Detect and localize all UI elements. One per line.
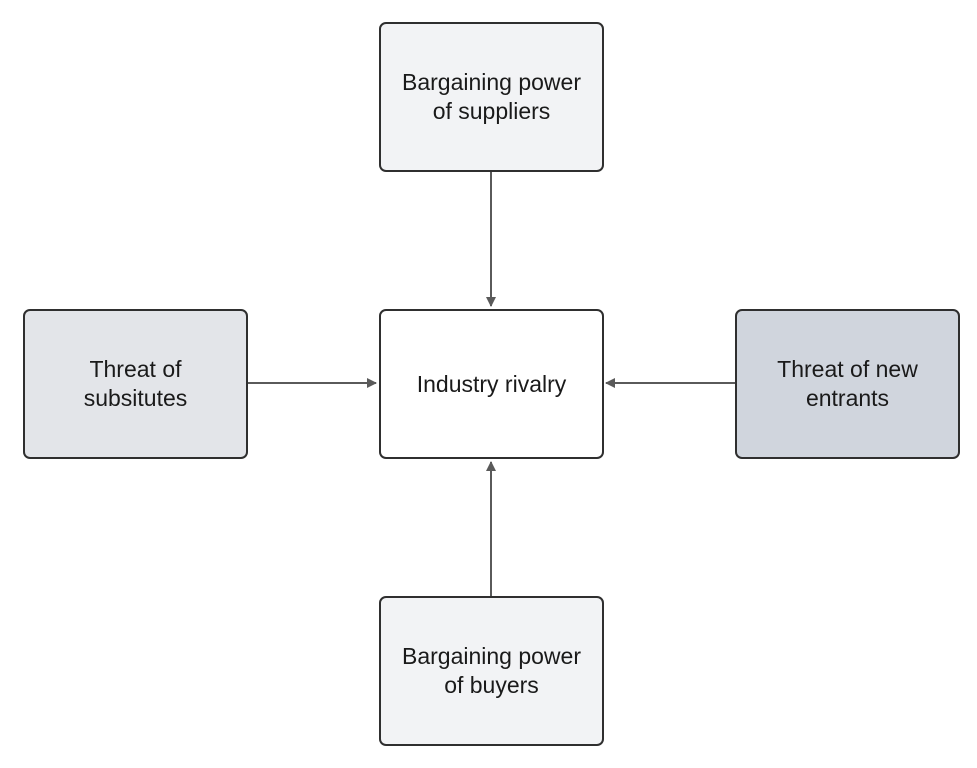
node-threat-of-substitutes: Threat of subsitutes bbox=[23, 309, 248, 459]
node-industry-rivalry: Industry rivalry bbox=[379, 309, 604, 459]
node-label-buyers: Bargaining power of buyers bbox=[401, 643, 581, 698]
node-label-rivalry: Industry rivalry bbox=[416, 370, 567, 397]
node-bargaining-power-suppliers: Bargaining power of suppliers bbox=[379, 22, 604, 172]
node-label-suppliers: Bargaining power of suppliers bbox=[401, 69, 581, 124]
node-label-entrants: Threat of new entrants bbox=[777, 356, 918, 411]
node-bargaining-power-buyers: Bargaining power of buyers bbox=[379, 596, 604, 746]
node-threat-of-new-entrants: Threat of new entrants bbox=[735, 309, 960, 459]
node-label-substitutes: Threat of subsitutes bbox=[83, 356, 188, 411]
